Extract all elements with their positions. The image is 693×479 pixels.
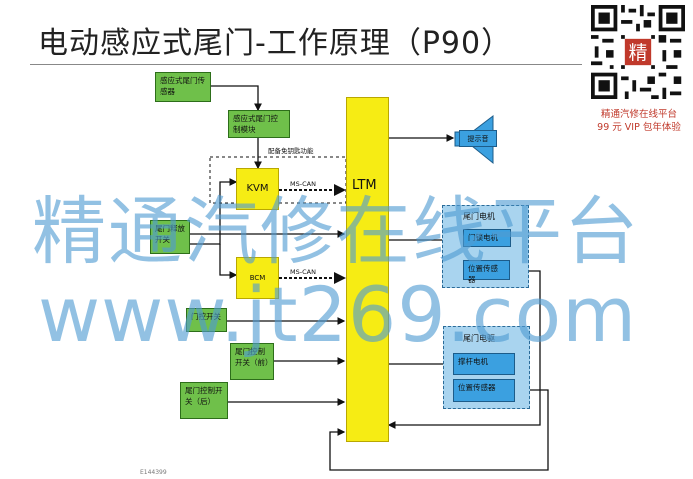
- bcm-block: BCM: [236, 257, 279, 299]
- door-switch-block: 门控开关: [186, 308, 227, 332]
- ltm-block: [346, 97, 389, 442]
- figure-code: E144399: [140, 469, 167, 476]
- mscan-label-1: MS-CAN: [290, 180, 316, 188]
- strut-position-sensor-block: 位置传感器: [453, 379, 515, 402]
- title-divider: [30, 64, 582, 65]
- control-front-label: 尾门控制开关（前）: [235, 347, 273, 367]
- motor-position-sensor-block: 位置传感器: [463, 260, 510, 284]
- tailgate-release-label: 尾门释放开关: [155, 224, 185, 244]
- promo-line-2: 99 元 VIP 包年体验: [597, 122, 681, 133]
- page-title: 电动感应式尾门-工作原理（P90）: [38, 26, 513, 61]
- motor-group-label: 尾门电机: [463, 212, 495, 221]
- sensor-block: 感应式尾门传感器: [155, 72, 211, 102]
- control-rear-label: 尾门控制开关（后）: [185, 386, 223, 406]
- qr-code-icon: 精: [591, 5, 685, 99]
- keyless-label: 配备免钥匙功能: [268, 147, 314, 155]
- tailgate-release-block: 尾门释放开关: [150, 220, 190, 254]
- control-front-block: 尾门控制开关（前）: [230, 343, 274, 380]
- kvm-block: KVM: [236, 168, 279, 210]
- motor-position-sensor-label: 位置传感器: [468, 264, 498, 284]
- promo-text: 精通汽修在线平台 99 元 VIP 包年体验: [585, 108, 693, 134]
- buzzer-label: 提示音: [467, 135, 489, 143]
- strut-motor-block: 撑杆电机: [453, 353, 515, 375]
- motor-label: 门锁电机: [468, 233, 498, 242]
- control-module-block: 感应式尾门控制模块: [228, 110, 290, 138]
- ltm-label: LTM: [352, 178, 377, 193]
- motor-block: 门锁电机: [463, 229, 511, 247]
- mscan-label-2: MS-CAN: [290, 268, 316, 276]
- door-switch-label: 门控开关: [191, 312, 221, 321]
- promo-line-1: 精通汽修在线平台: [600, 109, 677, 120]
- sensor-label: 感应式尾门传感器: [160, 76, 205, 96]
- kvm-label: KVM: [246, 183, 269, 194]
- qr-center-label: 精: [629, 42, 648, 64]
- bcm-label: BCM: [249, 274, 266, 282]
- strut-motor-label: 撑杆电机: [458, 357, 488, 366]
- strut-group-label: 尾门电驱: [463, 334, 495, 343]
- control-module-label: 感应式尾门控制模块: [233, 114, 278, 134]
- strut-position-sensor-label: 位置传感器: [458, 383, 496, 392]
- control-rear-block: 尾门控制开关（后）: [180, 382, 228, 419]
- buzzer-block: 提示音: [459, 130, 497, 147]
